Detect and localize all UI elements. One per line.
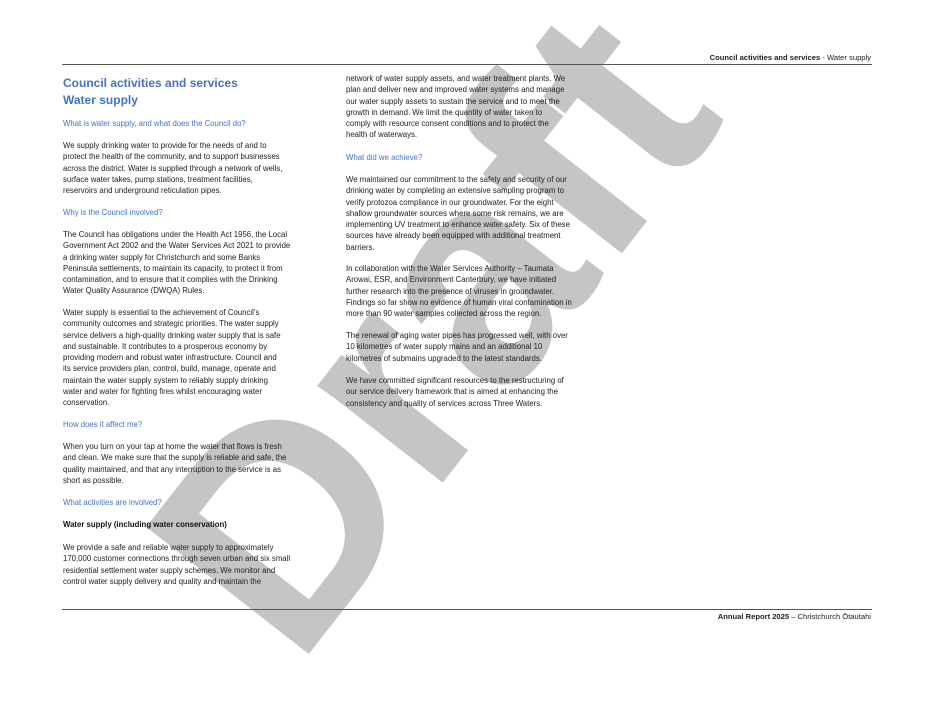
paragraph: The Council has obligations under the He… bbox=[63, 230, 291, 296]
paragraph: network of water supply assets, and wate… bbox=[346, 74, 566, 140]
paragraph: We provide a safe and reliable water sup… bbox=[63, 543, 291, 586]
heading-affect: How does it affect me? bbox=[63, 420, 143, 429]
paragraph: We supply drinking water to provide for … bbox=[63, 141, 283, 196]
paragraph: We have committed significant resources … bbox=[346, 376, 564, 408]
footer-city: – Christchurch Ōtautahi bbox=[789, 612, 871, 621]
heading-activities: What activities are involved? bbox=[63, 498, 162, 507]
heading-why: Why is the Council involved? bbox=[63, 208, 163, 217]
heading-what-is: What is water supply, and what does the … bbox=[63, 119, 246, 128]
running-header: Council activities and services - Water … bbox=[710, 53, 871, 62]
paragraph: When you turn on your tap at home the wa… bbox=[63, 442, 287, 485]
paragraph: In collaboration with the Water Services… bbox=[346, 264, 572, 319]
subheading-water-supply: Water supply (including water conservati… bbox=[63, 520, 227, 529]
paragraph: Water supply is essential to the achieve… bbox=[63, 308, 281, 408]
header-subsection: - Water supply bbox=[820, 53, 871, 62]
running-footer: Annual Report 2025 – Christchurch Ōtauta… bbox=[718, 612, 871, 621]
header-rule bbox=[62, 64, 872, 65]
footer-rule bbox=[62, 609, 872, 610]
title-line-1: Council activities and services bbox=[63, 76, 238, 90]
title-line-2: Water supply bbox=[63, 93, 138, 107]
paragraph: We maintained our commitment to the safe… bbox=[346, 175, 570, 252]
heading-achieve: What did we achieve? bbox=[346, 153, 423, 162]
paragraph: The renewal of aging water pipes has pro… bbox=[346, 331, 568, 363]
footer-report: Annual Report 2025 bbox=[717, 612, 790, 621]
header-section: Council activities and services bbox=[709, 53, 821, 62]
page-title: Council activities and services Water su… bbox=[63, 75, 238, 109]
